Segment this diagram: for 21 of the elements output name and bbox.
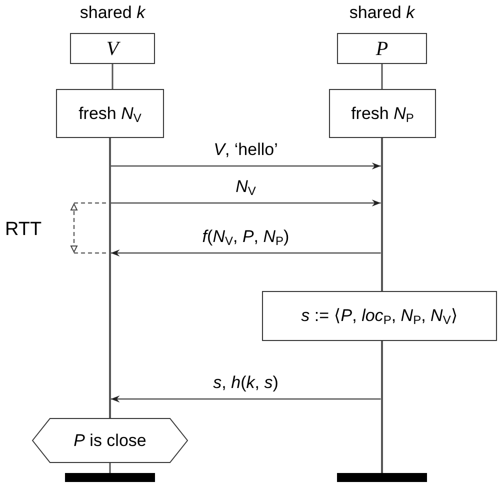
message-arrow: [110, 250, 381, 256]
node-caption: shared k: [349, 2, 415, 24]
message-arrow: [110, 162, 381, 170]
lifeline-segment: [112, 64, 114, 89]
process-box: fresh N$_{P}$: [329, 89, 436, 138]
rtt-label: RTT: [5, 218, 42, 242]
condition-hexagon: [32, 418, 188, 463]
lifeline-end-bar: [65, 473, 155, 482]
process-box: V: [70, 33, 155, 64]
process-box: fresh N$_{V}$: [56, 89, 164, 138]
lifeline-end-bar: [337, 473, 427, 482]
message-arrow: [110, 200, 381, 206]
lifeline: [381, 138, 382, 473]
lifeline-segment: [381, 64, 383, 89]
process-box: s := ⟨P, loc$_{P}$, N$_{P}$, N$_{V}$⟩: [262, 291, 497, 341]
lifeline: [109, 138, 110, 418]
node-caption: shared k: [80, 2, 146, 24]
condition-text: P is close: [74, 430, 146, 452]
lifeline-segment: [109, 463, 111, 473]
message-arrow: [110, 396, 381, 402]
process-box: P: [337, 33, 427, 64]
